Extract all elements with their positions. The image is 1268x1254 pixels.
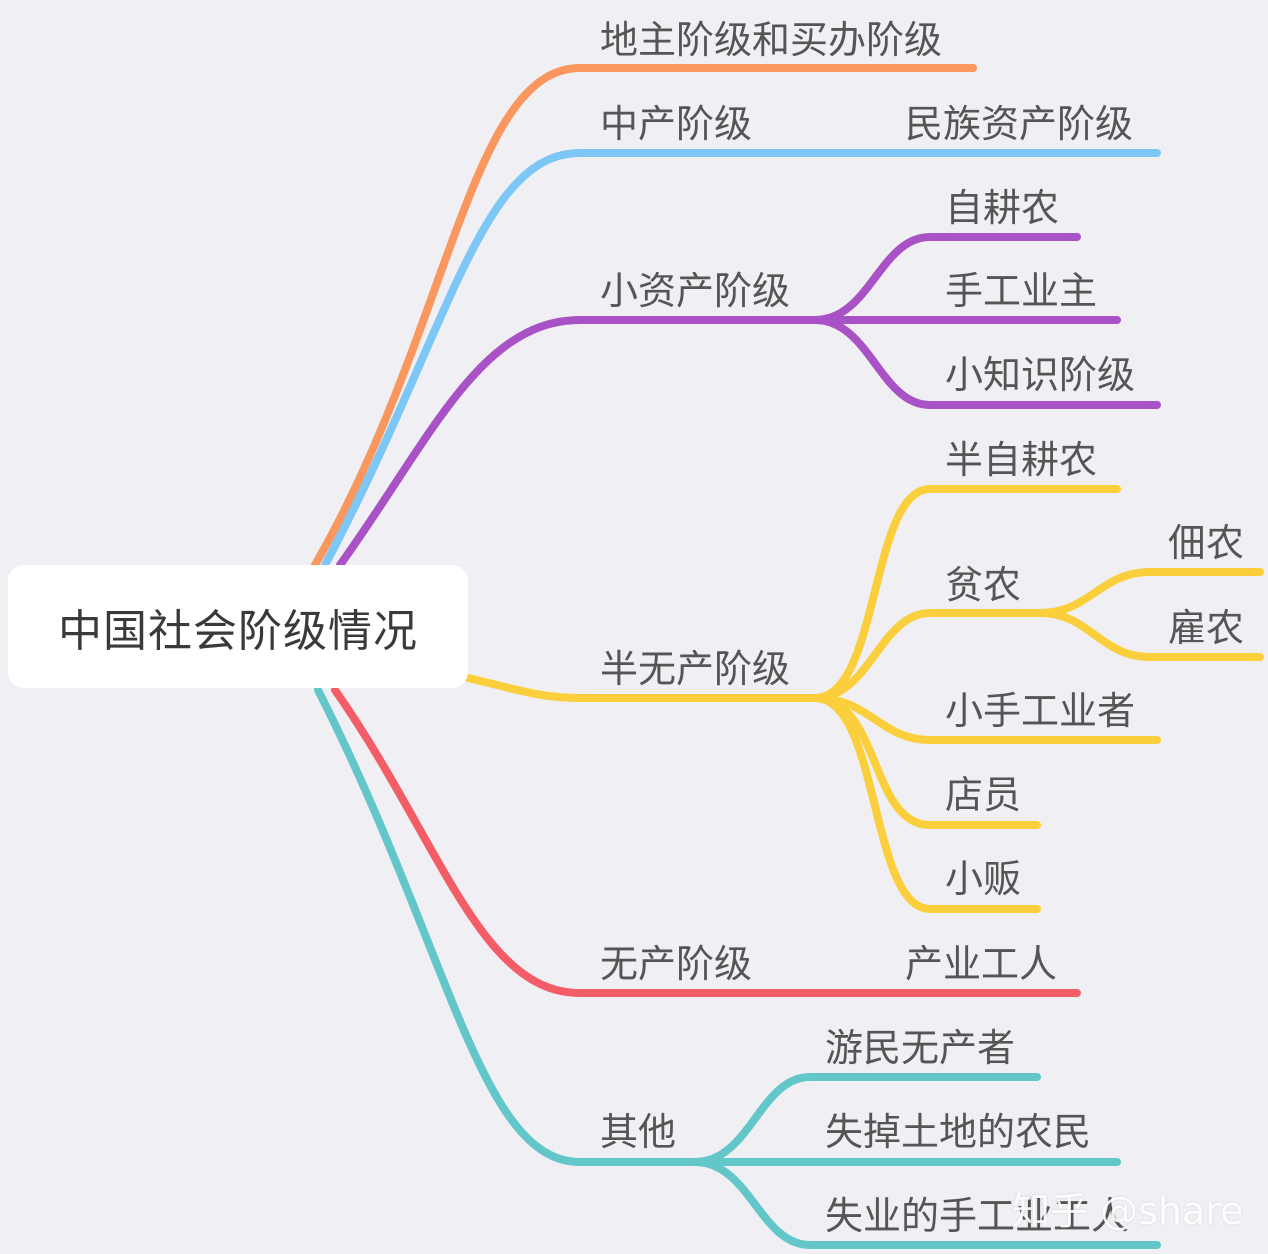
node-poor-peasant[interactable]: 贫农 <box>945 563 1022 607</box>
node-industrial-worker[interactable]: 产业工人 <box>905 942 1058 986</box>
node-self-farmer[interactable]: 自耕农 <box>945 186 1060 230</box>
link-semi-halfself <box>811 485 1121 702</box>
link-petty-selffarmer <box>811 233 1081 324</box>
link-semi-peddler <box>811 694 1041 913</box>
node-peddler[interactable]: 小贩 <box>945 857 1022 901</box>
link-petty-intellectual <box>811 316 1161 409</box>
root-node[interactable]: 中国社会阶级情况 <box>8 565 468 688</box>
node-landless-peasant[interactable]: 失掉土地的农民 <box>825 1110 1092 1154</box>
node-tenant-farmer[interactable]: 佃农 <box>1168 521 1245 565</box>
node-petty-intellectual[interactable]: 小知识阶级 <box>945 353 1136 397</box>
node-middle-class[interactable]: 中产阶级 <box>600 102 753 146</box>
link-middle <box>321 149 777 569</box>
node-semi-self-farmer[interactable]: 半自耕农 <box>945 438 1098 482</box>
link-semi-poor <box>811 609 1044 702</box>
link-other-unemployed <box>691 1158 1161 1249</box>
node-semi-proletariat[interactable]: 半无产阶级 <box>600 647 791 691</box>
node-proletariat[interactable]: 无产阶级 <box>600 942 753 986</box>
node-vagrant-proletarian[interactable]: 游民无产者 <box>825 1026 1016 1070</box>
node-shop-clerk[interactable]: 店员 <box>945 773 1022 817</box>
link-semi <box>464 674 819 702</box>
node-other[interactable]: 其他 <box>600 1110 677 1154</box>
watermark-text: 知乎 @share <box>1012 1189 1244 1233</box>
link-other <box>314 686 699 1166</box>
root-label: 中国社会阶级情况 <box>58 605 418 657</box>
link-petty <box>336 316 819 569</box>
node-craft-owner[interactable]: 手工业主 <box>945 269 1098 313</box>
node-petty-bourgeoisie[interactable]: 小资产阶级 <box>600 269 791 313</box>
node-hired-farmer[interactable]: 雇农 <box>1168 606 1245 650</box>
link-other-vagrants <box>691 1073 1041 1166</box>
link-landlord <box>311 64 977 569</box>
node-national-bourgeoisie[interactable]: 民族资产阶级 <box>905 102 1134 146</box>
node-small-craftsman[interactable]: 小手工业者 <box>945 689 1136 733</box>
link-proletariat <box>331 686 777 997</box>
node-landlord-class[interactable]: 地主阶级和买办阶级 <box>600 18 943 62</box>
link-poor-hired <box>1036 609 1264 661</box>
node-unemployed-craft-worker[interactable]: 失业的手工业工人 <box>825 1194 1130 1238</box>
